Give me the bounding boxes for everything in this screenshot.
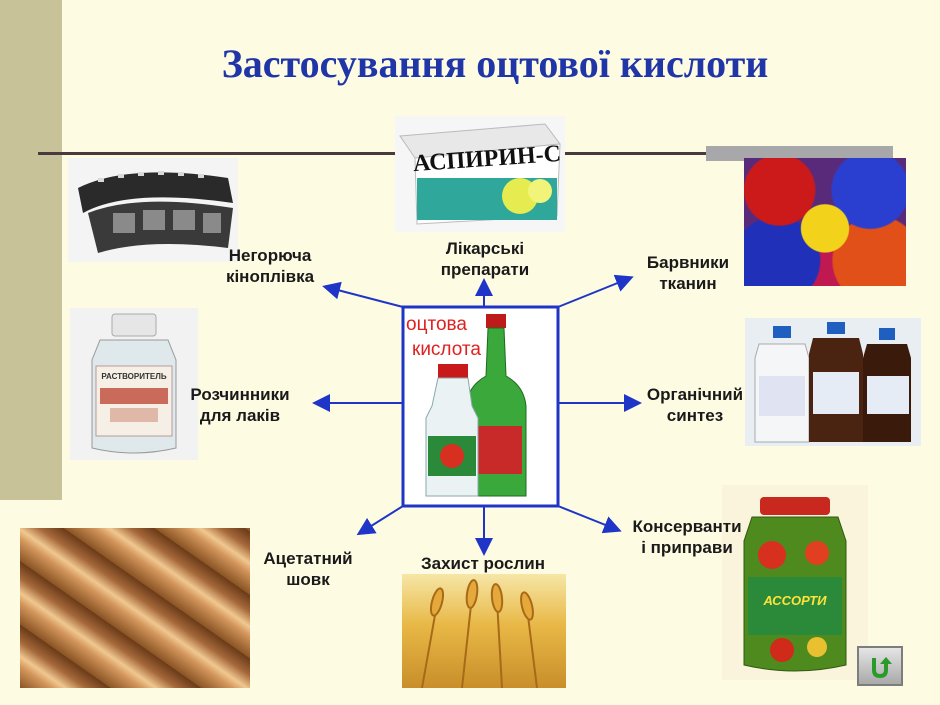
label-preservatives: Консерванти і приправи bbox=[632, 517, 742, 557]
film-reel-image bbox=[68, 158, 238, 262]
center-label-line1: оцтова bbox=[406, 314, 467, 335]
acetate-silk-image bbox=[20, 528, 250, 688]
page-title: Застосування оцтової кислоти bbox=[221, 41, 769, 86]
vinegar-bottles-image bbox=[402, 306, 558, 506]
chemical-bottles-image bbox=[745, 318, 921, 446]
arrow-preservatives bbox=[557, 505, 622, 534]
dye-powders-image bbox=[744, 158, 906, 286]
pickle-jar-text: АССОРТИ bbox=[763, 593, 827, 608]
arrow-silk bbox=[356, 505, 404, 536]
label-plants: Захист рослин bbox=[420, 554, 546, 573]
wheat-field-image bbox=[402, 574, 566, 688]
return-arrow-icon bbox=[872, 657, 892, 679]
return-button[interactable] bbox=[857, 646, 903, 686]
arrow-dyes bbox=[557, 274, 634, 308]
title-rule-accent bbox=[706, 146, 893, 161]
center-frame bbox=[401, 305, 560, 508]
aspirin-box-image: АСПИРИН-С bbox=[395, 116, 565, 232]
solvent-bottle-image: РАСТВОРИТЕЛЬ bbox=[70, 308, 198, 460]
pickle-jar-image: АССОРТИ bbox=[722, 485, 868, 680]
side-decor-bar bbox=[0, 0, 62, 500]
arrow-film bbox=[322, 281, 404, 308]
center-label-line2: кислота bbox=[412, 339, 481, 360]
label-solvents: Розчинники для лаків bbox=[190, 385, 290, 425]
label-film: Негорюча кіноплівка bbox=[225, 246, 315, 286]
label-dyes: Барвники тканин bbox=[646, 253, 730, 293]
label-medicine: Лікарські препарати bbox=[440, 239, 530, 279]
solvent-bottle-text: РАСТВОРИТЕЛЬ bbox=[101, 372, 167, 381]
label-silk: Ацетатний шовк bbox=[263, 549, 353, 589]
label-synthesis: Органічний синтез bbox=[646, 385, 744, 425]
